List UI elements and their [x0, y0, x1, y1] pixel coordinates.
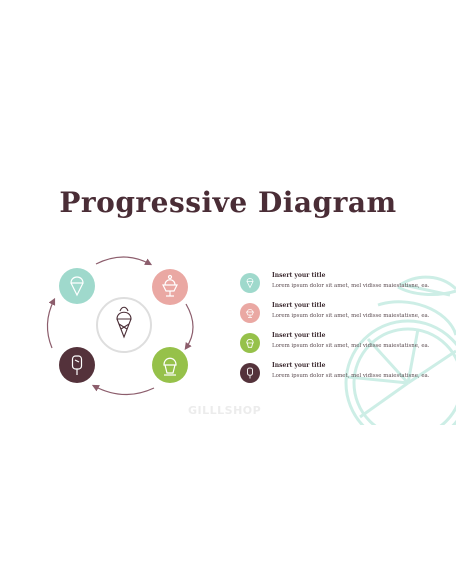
legend-badge-mint — [240, 273, 260, 293]
arrow-bottom — [91, 384, 155, 396]
sundae-icon — [245, 308, 255, 318]
arrow-left — [46, 297, 56, 349]
legend-description: Lorem ipsum dolor sit amet, mel vidisse … — [272, 373, 430, 379]
popsicle-icon — [247, 367, 253, 379]
ice-cream-cup-icon — [163, 357, 177, 376]
legend-title: Insert your title — [272, 302, 326, 309]
legend-list: Insert your title Lorem ipsum dolor sit … — [240, 270, 450, 390]
sundae-icon — [162, 274, 178, 297]
citrus-outline-decoration — [344, 275, 456, 425]
ice-cream-cone-icon — [116, 306, 132, 339]
legend-description: Lorem ipsum dolor sit amet, mel vidisse … — [272, 343, 430, 349]
legend-badge-pink — [240, 303, 260, 323]
page-title: Progressive Diagram — [59, 186, 397, 219]
legend-description: Lorem ipsum dolor sit amet, mel vidisse … — [272, 283, 430, 289]
legend-title: Insert your title — [272, 362, 326, 369]
ice-cream-cone-icon — [246, 278, 254, 289]
legend-item: Insert your title Lorem ipsum dolor sit … — [240, 270, 450, 300]
ice-cream-cup-icon — [246, 338, 254, 348]
arrow-right — [184, 303, 194, 350]
popsicle-icon — [71, 355, 83, 375]
diagram-node-3 — [152, 347, 188, 383]
arrow-top — [95, 256, 153, 266]
legend-title: Insert your title — [272, 272, 326, 279]
diagram-node-4 — [59, 347, 95, 383]
progressive-cycle-diagram — [46, 256, 194, 396]
legend-item: Insert your title Lorem ipsum dolor sit … — [240, 300, 450, 330]
legend-badge-green — [240, 333, 260, 353]
legend-title: Insert your title — [272, 332, 326, 339]
legend-item: Insert your title Lorem ipsum dolor sit … — [240, 360, 450, 390]
watermark: GILLLSHOP — [188, 404, 262, 417]
legend-description: Lorem ipsum dolor sit amet, mel vidisse … — [272, 313, 430, 319]
legend-badge-plum — [240, 363, 260, 383]
diagram-node-2 — [152, 269, 188, 305]
cycle-arrows — [46, 256, 194, 396]
legend-item: Insert your title Lorem ipsum dolor sit … — [240, 330, 450, 360]
ice-cream-cone-icon — [70, 276, 84, 297]
diagram-node-1 — [59, 268, 95, 304]
center-node — [96, 297, 152, 353]
